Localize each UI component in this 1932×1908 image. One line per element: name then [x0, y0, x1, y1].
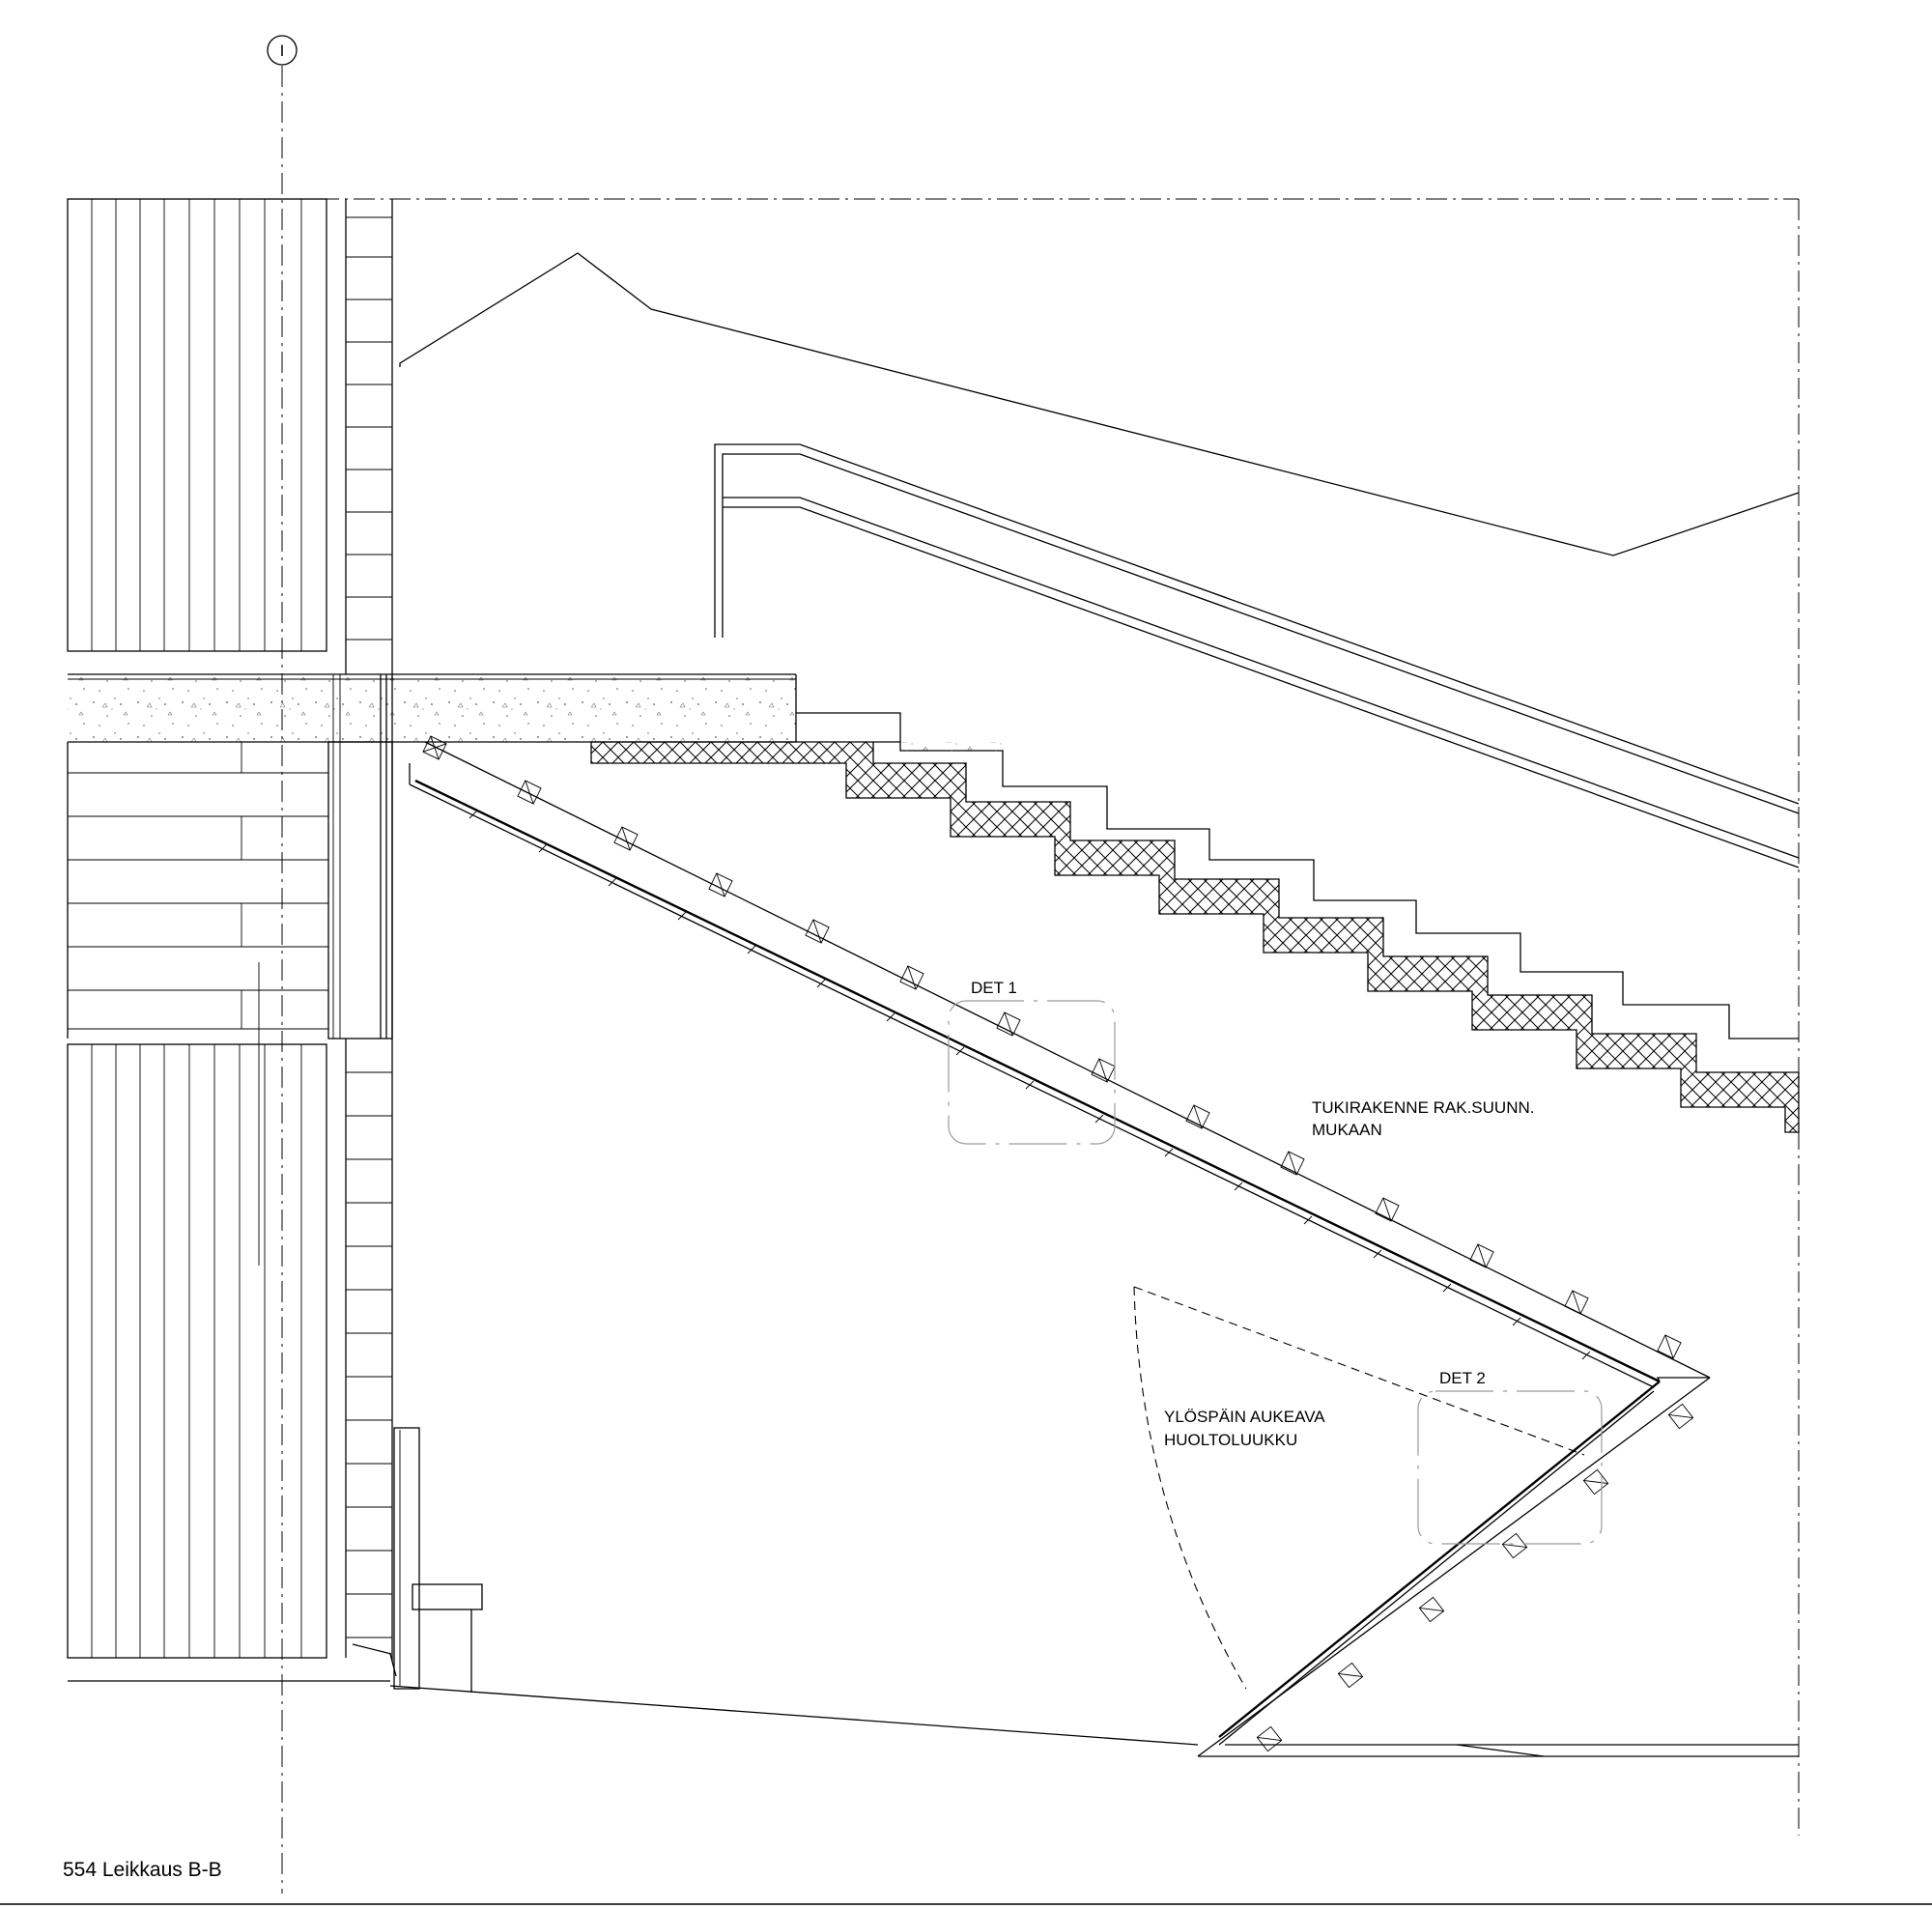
detail-label-1: DET 1 — [971, 979, 1017, 997]
hatch-note-line1: YLÖSPÄIN AUKEAVA — [1164, 1408, 1325, 1426]
wall-base-detail — [68, 1427, 483, 1693]
sloped-soffit — [389, 741, 1799, 1757]
detail-callout-1[interactable] — [948, 1000, 1116, 1145]
soffit-clips — [469, 810, 1591, 1360]
handrail — [714, 443, 1800, 869]
stair-treads — [796, 712, 1799, 1039]
concrete-slab — [68, 673, 797, 1039]
wall-middle-horizontal-boards — [67, 741, 393, 1039]
grid-marker-label: I — [280, 42, 285, 60]
detail-callout-2[interactable] — [1417, 1390, 1603, 1545]
board-column-upper — [345, 199, 393, 674]
hatch-note-line2: HUOLTOLUUKKU — [1164, 1431, 1297, 1449]
grid-axis-marker: I — [267, 35, 298, 66]
timber-wall-lower — [67, 962, 327, 1659]
support-structure-note-line2: MUKAAN — [1312, 1121, 1382, 1139]
timber-wall-upper — [67, 198, 327, 652]
drawing-title: 554 Leikkaus B-B — [63, 1859, 222, 1881]
stair-stringer — [590, 741, 1800, 1133]
board-column-lower — [345, 1039, 393, 1662]
batten-blocks — [422, 735, 1694, 1752]
roof-outline — [399, 252, 1800, 556]
hatch-swing-arc — [1133, 1286, 1585, 1690]
detail-label-2: DET 2 — [1439, 1369, 1486, 1387]
support-structure-note-line1: TUKIRAKENNE RAK.SUUNN. — [1312, 1098, 1534, 1117]
section-boundary — [68, 198, 1800, 1836]
